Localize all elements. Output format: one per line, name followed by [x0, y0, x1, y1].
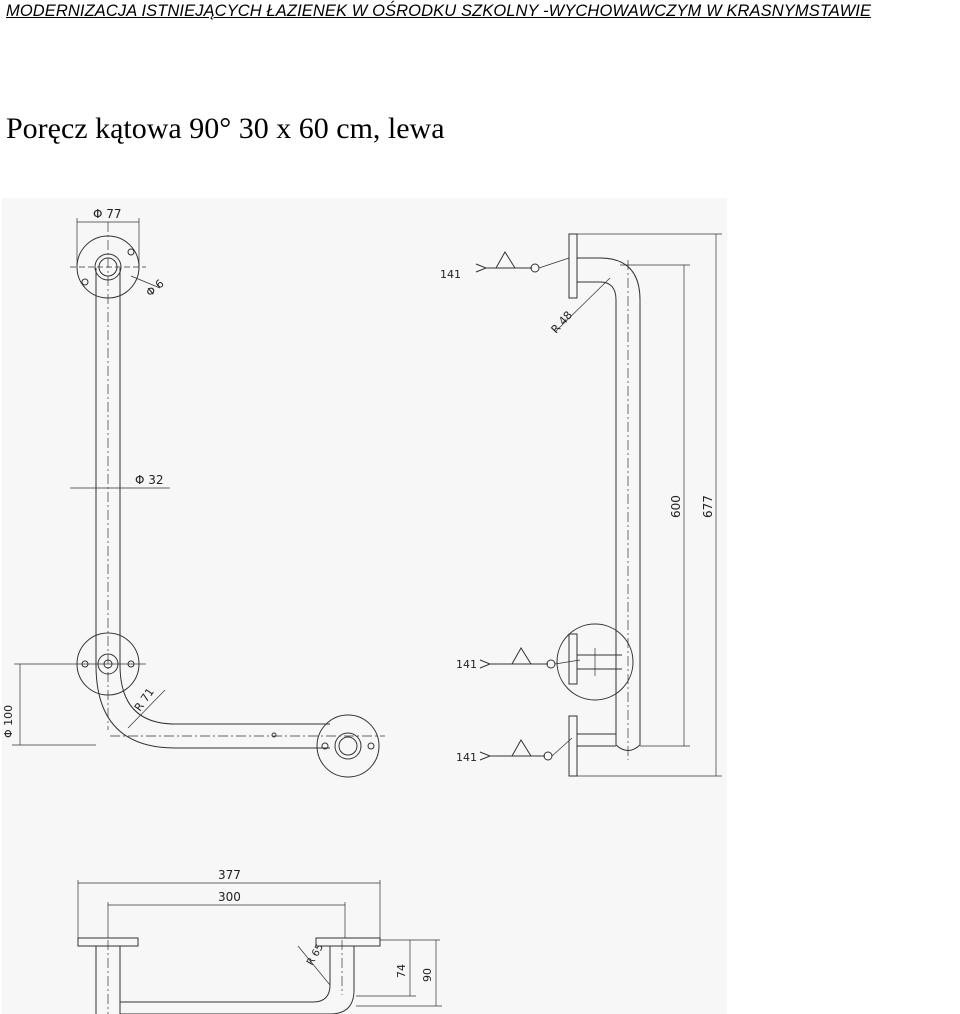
dim-bend-radius-top: R 65 — [305, 942, 326, 967]
dim-hole-diameter: Φ 6 — [144, 277, 167, 299]
dim-tube-diameter: Φ 32 — [135, 473, 164, 487]
weld-label-top: 141 — [440, 268, 461, 281]
dim-length-300: 300 — [218, 890, 241, 904]
weld-label-bottom: 141 — [456, 751, 477, 764]
front-view — [12, 218, 385, 778]
drawing-background-top — [2, 198, 727, 808]
dim-depth-90: 90 — [421, 968, 434, 982]
weld-label-middle: 141 — [456, 658, 477, 671]
top-view — [77, 880, 442, 1014]
dim-length-377: 377 — [218, 868, 241, 882]
dim-flange-diameter: Φ 77 — [93, 207, 122, 221]
drawing-background-bottom — [2, 808, 727, 1014]
page-title: Poręcz kątowa 90° 30 x 60 cm, lewa — [6, 112, 445, 145]
dim-bend-radius-side: R 48 — [549, 309, 575, 336]
dim-depth-74: 74 — [395, 964, 408, 978]
document-header: MODERNIZACJA ISTNIEJĄCYCH ŁAZIENEK W OŚR… — [6, 2, 872, 20]
side-view — [475, 233, 722, 777]
dim-corner-flange-diameter: Φ 100 — [2, 705, 15, 738]
dim-length-677: 677 — [701, 495, 715, 518]
dim-length-600: 600 — [669, 495, 683, 518]
dim-bend-radius-front: R 71 — [132, 686, 157, 714]
